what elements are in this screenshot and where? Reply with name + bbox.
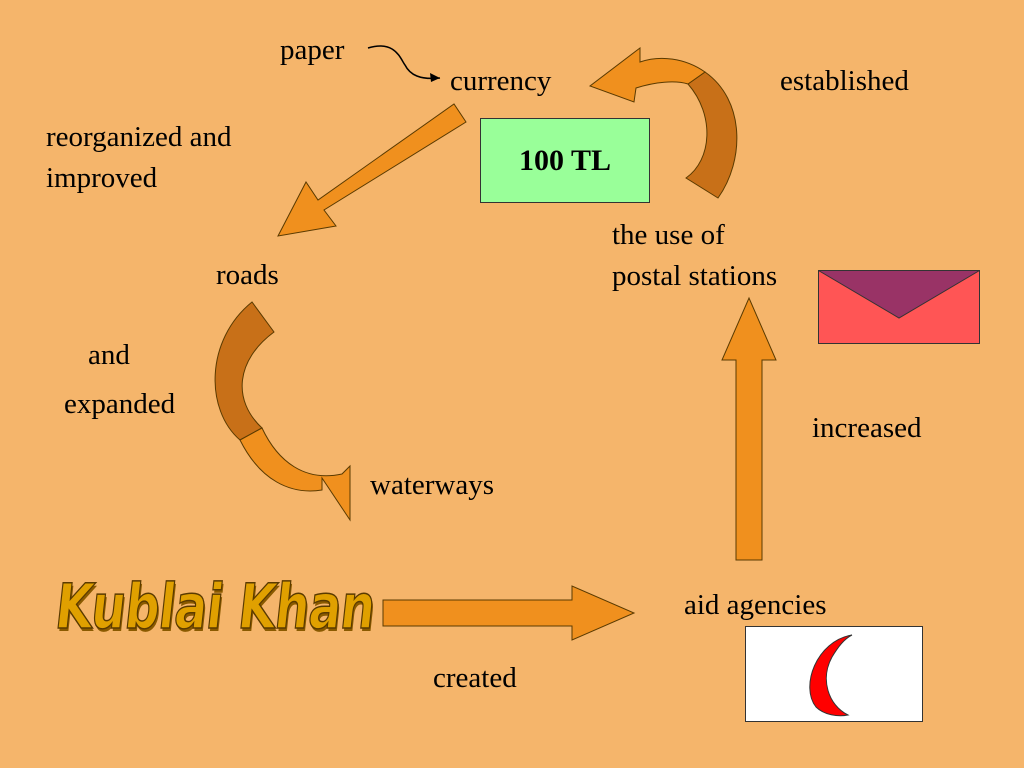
label-reorganized: reorganized and: [46, 121, 232, 153]
kublai-khan-title: Kublai Khan: [51, 569, 379, 643]
label-currency: currency: [450, 65, 552, 97]
postal-to-currency-arrowhead: [588, 46, 706, 103]
label-increased: increased: [812, 412, 922, 444]
label-expanded: expanded: [64, 388, 176, 420]
label-and: and: [88, 339, 130, 371]
increased-arrow: [721, 296, 777, 561]
red-crescent-icon: [745, 626, 923, 722]
roads-to-waterways-arrowhead: [239, 427, 351, 522]
created-arrow: [382, 585, 636, 641]
envelope-icon: [818, 270, 980, 344]
banknote-icon: 100 TL: [480, 118, 650, 203]
banknote-value: 100 TL: [519, 143, 611, 177]
label-created: created: [433, 662, 517, 694]
label-postal-stations: postal stations: [612, 260, 778, 292]
label-established: established: [780, 65, 909, 97]
paper-to-currency-connector: [367, 45, 441, 80]
label-roads: roads: [216, 259, 279, 291]
postal-to-currency-curved-arrow: [685, 71, 738, 199]
label-the-use-of: the use of: [612, 219, 725, 251]
roads-to-waterways-curved-arrow: [214, 301, 275, 441]
paper-to-currency-arrowhead: [430, 73, 440, 82]
label-aid-agencies: aid agencies: [684, 589, 827, 621]
label-waterways: waterways: [370, 469, 495, 501]
label-paper: paper: [280, 34, 345, 66]
currency-to-roads-arrow: [277, 103, 467, 237]
label-improved: improved: [46, 162, 158, 194]
